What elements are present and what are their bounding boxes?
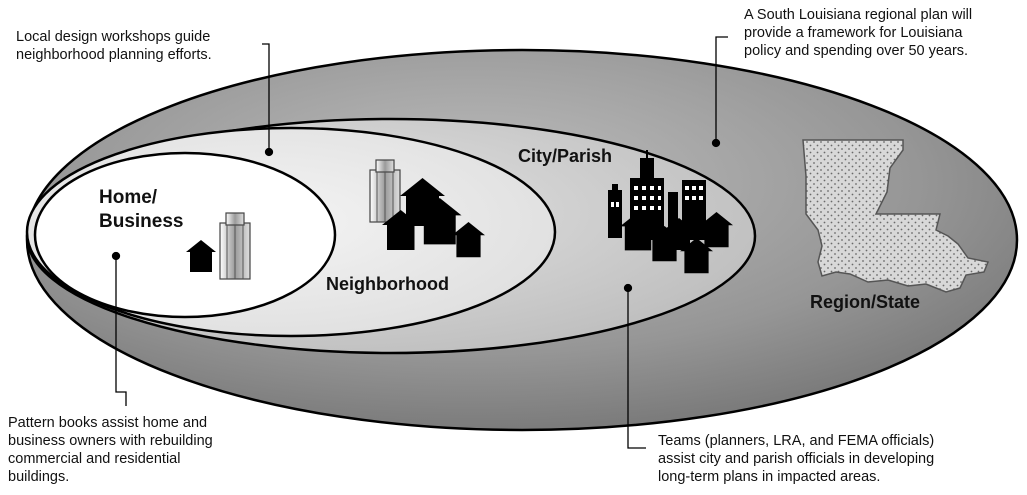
annotation-teams: Teams (planners, LRA, and FEMA officials…: [658, 433, 935, 485]
connector-regional-plan: [711, 36, 728, 148]
label-home-business: Home/ Business: [99, 187, 184, 232]
label-city-parish: City/Parish: [518, 146, 613, 166]
label-neighborhood: Neighborhood: [326, 274, 449, 294]
annotation-regional-plan: A South Louisiana regional plan will pro…: [744, 7, 973, 59]
connector-pattern-books: [111, 251, 127, 406]
home-business-ellipse: [33, 151, 337, 319]
connector-teams: [623, 283, 646, 449]
label-region-state: Region/State: [810, 292, 921, 312]
neighborhood-office-building-icon: [369, 159, 401, 223]
connector-local-workshops: [262, 43, 274, 157]
annotation-pattern-books: Pattern books assist home and business o…: [8, 415, 213, 485]
home-office-building-icon: [219, 212, 251, 280]
annotation-local-workshops: Local design workshops guide neighborhoo…: [16, 29, 212, 63]
louisiana-state-icon: [802, 139, 990, 293]
